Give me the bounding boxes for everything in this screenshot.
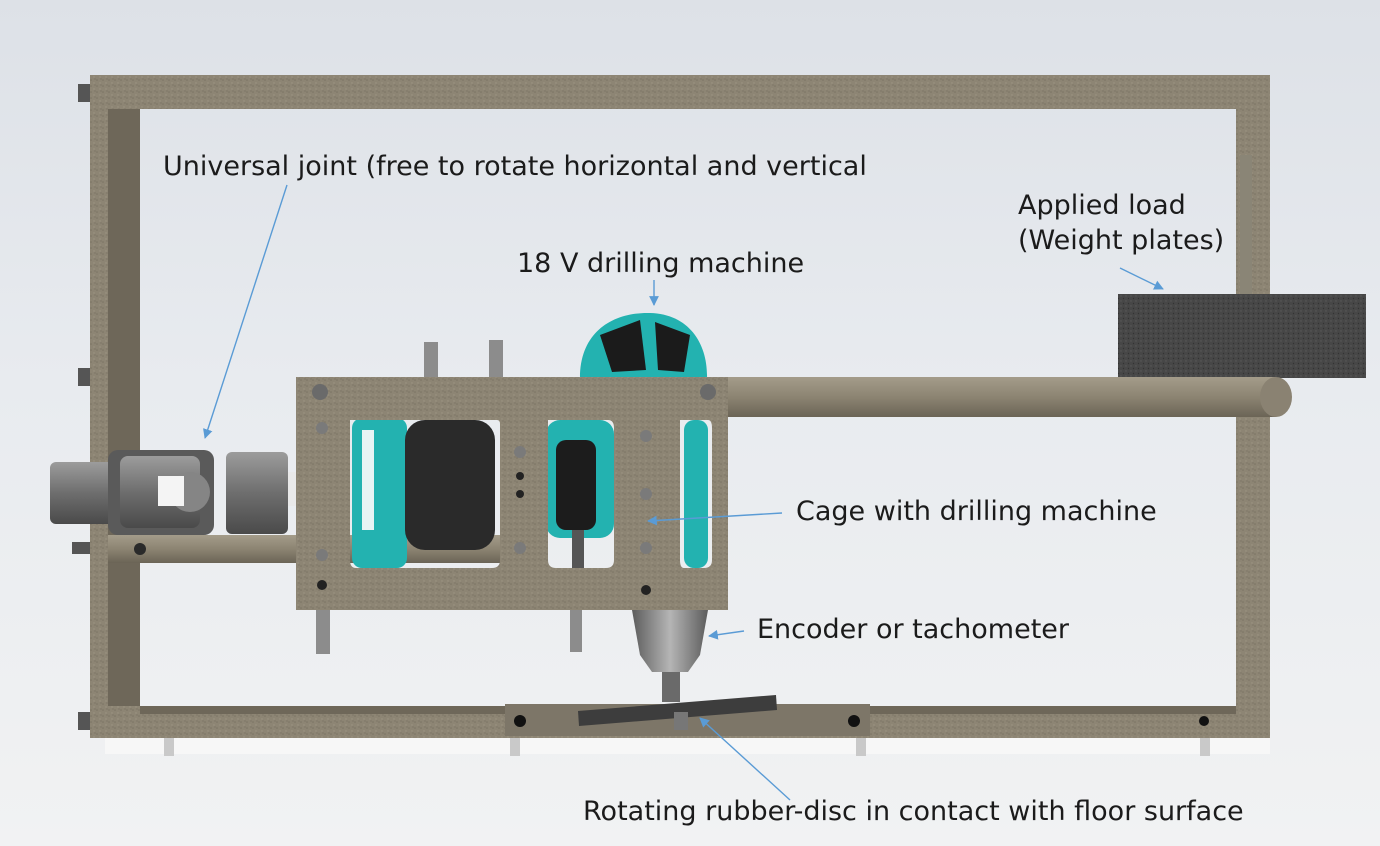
arrow-applied-load [1119, 267, 1164, 290]
label-rubber-disc: Rotating rubber-disc in contact with flo… [583, 796, 1244, 827]
arrow-encoder [708, 629, 745, 640]
universal-joint [50, 450, 324, 535]
frame-feet [164, 738, 1210, 756]
label-cage: Cage with drilling machine [796, 496, 1157, 527]
drill-cage [296, 377, 728, 610]
cage-screws [312, 384, 716, 595]
arrow-disc [699, 717, 791, 801]
drill-body [352, 312, 708, 600]
label-applied-load: Applied load (Weight plates) [1018, 190, 1225, 257]
label-drilling-machine: 18 V drilling machine [517, 248, 805, 279]
label-universal-joint: Universal joint (free to rotate horizont… [163, 151, 867, 182]
arrow-universal-joint [203, 184, 288, 439]
encoder-chuck [632, 610, 708, 702]
annotation-arrows [203, 184, 1164, 801]
rubber-disc [505, 695, 1209, 736]
arrow-cage [647, 512, 783, 526]
load-guide-rod [1240, 155, 1252, 295]
floor-strip [105, 738, 1270, 754]
cage-bolts [316, 340, 582, 654]
weight-plates [1118, 294, 1366, 378]
label-encoder: Encoder or tachometer [757, 614, 1069, 645]
